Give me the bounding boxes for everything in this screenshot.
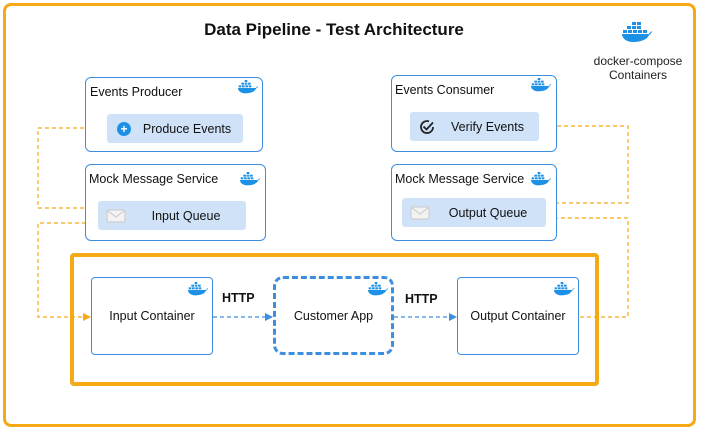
produce-events-label: Produce Events (142, 121, 232, 136)
compose-legend-line2: Containers (608, 68, 668, 82)
produce-events-item[interactable]: + Produce Events (107, 114, 243, 143)
envelope-icon (410, 206, 430, 219)
verify-events-item[interactable]: Verify Events (410, 112, 539, 141)
docker-whale-icon (240, 172, 260, 186)
mock-message-service-output-box: Mock Message Service Output Queue (391, 164, 557, 241)
docker-whale-icon (622, 22, 652, 42)
events-consumer-box: Events Consumer Verify Events (391, 75, 557, 152)
mock-output-title: Mock Message Service (395, 172, 525, 186)
http-label-left: HTTP (222, 291, 255, 305)
events-producer-title: Events Producer (90, 85, 183, 99)
compose-legend-label: docker-compose Containers (588, 54, 688, 82)
input-queue-to-container-line (37, 222, 100, 321)
mock-message-service-input-box: Mock Message Service Input Queue (85, 164, 266, 241)
http-label-right: HTTP (405, 292, 438, 306)
output-container-label: Output Container (470, 309, 566, 323)
compose-legend-line1: docker-compose (593, 54, 683, 68)
plus-circle-icon: + (117, 121, 131, 136)
input-queue-label: Input Queue (151, 208, 221, 223)
docker-whale-icon (238, 80, 258, 94)
producer-to-input-queue-line (37, 127, 105, 212)
input-queue-item[interactable]: Input Queue (98, 201, 246, 230)
output-container-to-queue-line (547, 214, 629, 318)
diagram-title: Data Pipeline - Test Architecture (204, 20, 464, 39)
docker-whale-icon (554, 282, 574, 296)
output-queue-label: Output Queue (448, 205, 528, 220)
envelope-icon (106, 209, 126, 222)
verify-events-label: Verify Events (451, 119, 524, 134)
outer-frame (3, 3, 696, 427)
docker-whale-icon (531, 78, 551, 92)
docker-whale-icon (368, 282, 388, 296)
output-queue-item[interactable]: Output Queue (402, 198, 546, 227)
check-circle-icon (420, 119, 434, 134)
mock-input-title: Mock Message Service (89, 172, 219, 186)
events-consumer-title: Events Consumer (395, 83, 495, 97)
docker-whale-icon (531, 172, 551, 186)
customer-app-label: Customer App (293, 308, 374, 323)
docker-whale-icon (188, 282, 208, 296)
input-container-label: Input Container (109, 309, 195, 323)
events-producer-box: Events Producer + Produce Events (85, 77, 263, 152)
compose-frame (70, 253, 599, 386)
